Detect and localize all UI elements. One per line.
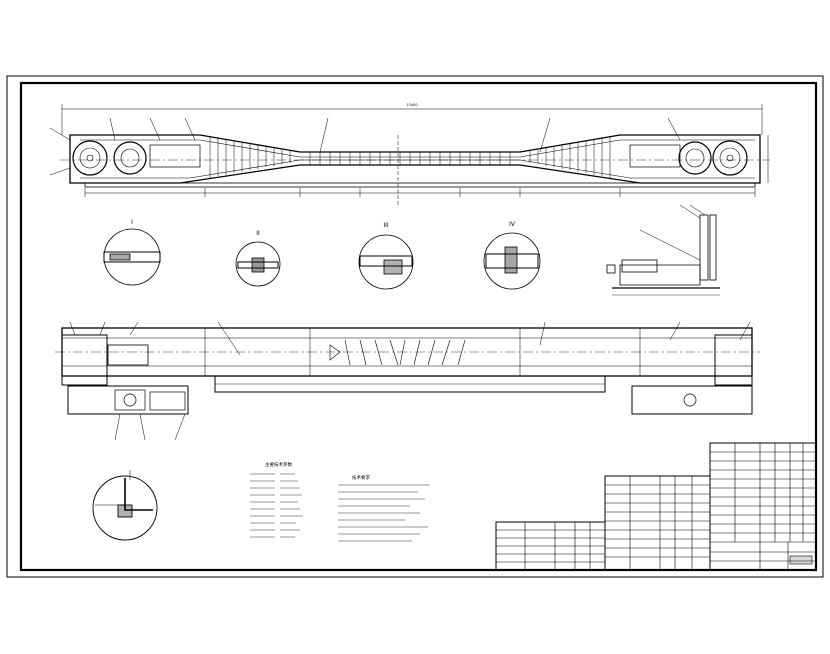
inner-border <box>19 81 818 572</box>
requirements-heading: 技术要求 <box>352 474 370 481</box>
title-block <box>495 442 817 571</box>
side-section-view <box>606 204 720 296</box>
detail-views <box>103 228 541 290</box>
outer-border <box>6 75 824 578</box>
param-heading: 主要技术参数 <box>265 461 292 468</box>
technical-notes: 主要技术参数 技术要求 <box>250 461 430 542</box>
detail-label-3: III <box>383 222 389 229</box>
weld-detail-view <box>92 470 158 541</box>
detail-labels: I II III IV <box>131 219 516 237</box>
overall-length-label: 15400 <box>406 103 417 107</box>
plan-view <box>55 321 760 441</box>
elevation-view: 15400 <box>49 103 770 205</box>
detail-label-1: I <box>131 219 133 226</box>
detail-label-4: IV <box>509 221 516 228</box>
detail-label-2: II <box>256 230 260 237</box>
